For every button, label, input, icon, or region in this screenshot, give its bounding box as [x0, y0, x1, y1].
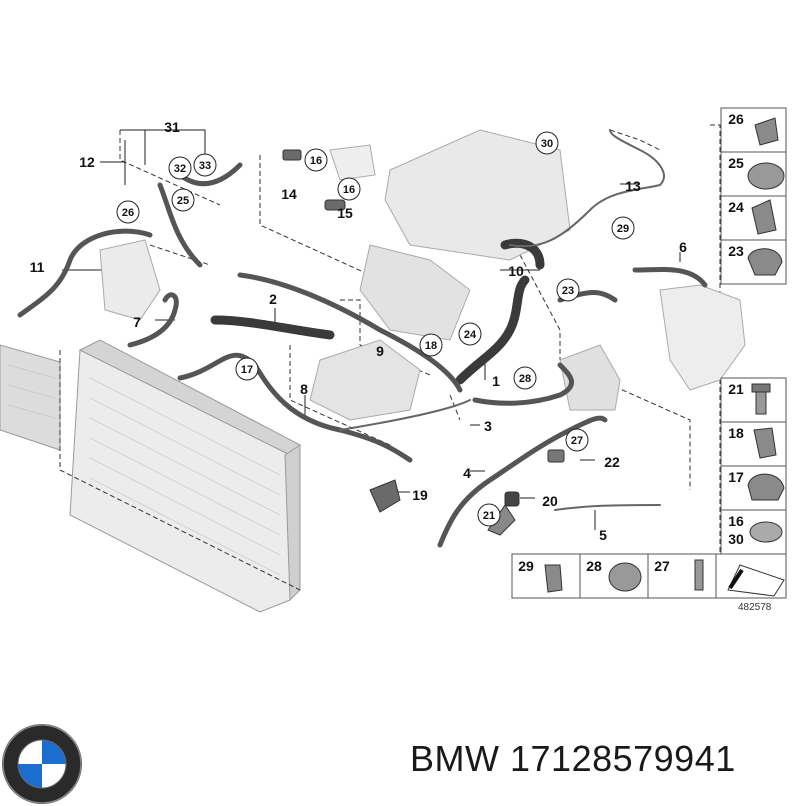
callout-7: 7 — [133, 314, 141, 330]
callout-circle-23 — [556, 278, 580, 302]
right-parts-panel — [720, 107, 787, 555]
bottom-parts-panel — [511, 553, 787, 599]
callout-27: 27 — [571, 435, 583, 447]
callout-25: 25 — [177, 195, 189, 207]
leader-lines — [59, 124, 721, 595]
diagram-reference-number: 482578 — [738, 602, 772, 613]
bottom-part-29: 29 — [518, 558, 534, 574]
callout-11: 11 — [30, 259, 45, 275]
callout-8: 8 — [300, 381, 308, 397]
callout-18: 18 — [425, 340, 437, 352]
callout-5: 5 — [599, 527, 607, 543]
callout-circle-25 — [171, 188, 195, 212]
callout-13: 13 — [625, 178, 641, 194]
callout-circle-24 — [458, 322, 482, 346]
panel-part-30: 30 — [728, 531, 744, 547]
callout-circle-16 — [337, 177, 361, 201]
callout-3: 3 — [484, 418, 492, 434]
callout-circle-18 — [419, 333, 443, 357]
bmw-logo-icon — [2, 724, 82, 804]
callout-circle-32 — [168, 156, 192, 180]
callout-circle-16 — [304, 148, 328, 172]
callout-4: 4 — [463, 465, 471, 481]
panel-part-25: 25 — [728, 155, 744, 171]
callout-12: 12 — [79, 154, 95, 170]
radiator-illustration — [0, 339, 301, 613]
callout-32: 32 — [174, 163, 186, 175]
bottom-part-28: 28 — [586, 558, 602, 574]
callout-29: 29 — [617, 223, 629, 235]
callout-circle-26 — [116, 200, 140, 224]
engine-components — [99, 129, 746, 421]
part-caption: BMW 17128579941 — [410, 738, 736, 780]
callout-14: 14 — [281, 186, 297, 202]
panel-part-18: 18 — [728, 425, 744, 441]
callout-23: 23 — [562, 285, 574, 297]
small-parts — [282, 149, 565, 536]
callout-10: 10 — [508, 263, 524, 279]
callout-22: 22 — [604, 454, 620, 470]
callout-15: 15 — [337, 205, 353, 221]
callout-circle-33 — [193, 153, 217, 177]
callout-circle-28 — [513, 366, 537, 390]
callout-20: 20 — [542, 493, 558, 509]
callout-6: 6 — [679, 239, 687, 255]
callout-9: 9 — [376, 343, 384, 359]
callout-2: 2 — [269, 291, 277, 307]
callout-31: 31 — [164, 119, 180, 135]
callout-circle-27 — [565, 428, 589, 452]
callout-16: 16 — [310, 155, 322, 167]
callout-16: 16 — [343, 184, 355, 196]
callout-33: 33 — [199, 160, 211, 172]
callout-24: 24 — [464, 329, 477, 341]
bottom-part-27: 27 — [654, 558, 670, 574]
callout-17: 17 — [241, 364, 253, 376]
callout-28: 28 — [519, 373, 531, 385]
brand-name: BMW — [410, 738, 500, 779]
panel-part-24: 24 — [728, 199, 744, 215]
callout-21: 21 — [483, 510, 495, 522]
callout-circle-17 — [235, 357, 259, 381]
panel-part-26: 26 — [728, 111, 744, 127]
callout-circle-30 — [535, 131, 559, 155]
panel-part-21: 21 — [728, 381, 744, 397]
panel-part-16: 16 — [728, 513, 744, 529]
callout-19: 19 — [412, 487, 428, 503]
panel-part-17: 17 — [728, 469, 744, 485]
panel-part-23: 23 — [728, 243, 744, 259]
callout-1: 1 — [492, 373, 500, 389]
callout-circle-21 — [477, 503, 501, 527]
hoses — [17, 129, 708, 548]
callout-30: 30 — [541, 138, 553, 150]
callout-circle-29 — [611, 216, 635, 240]
callout-26: 26 — [122, 207, 134, 219]
part-number: 17128579941 — [510, 738, 736, 779]
